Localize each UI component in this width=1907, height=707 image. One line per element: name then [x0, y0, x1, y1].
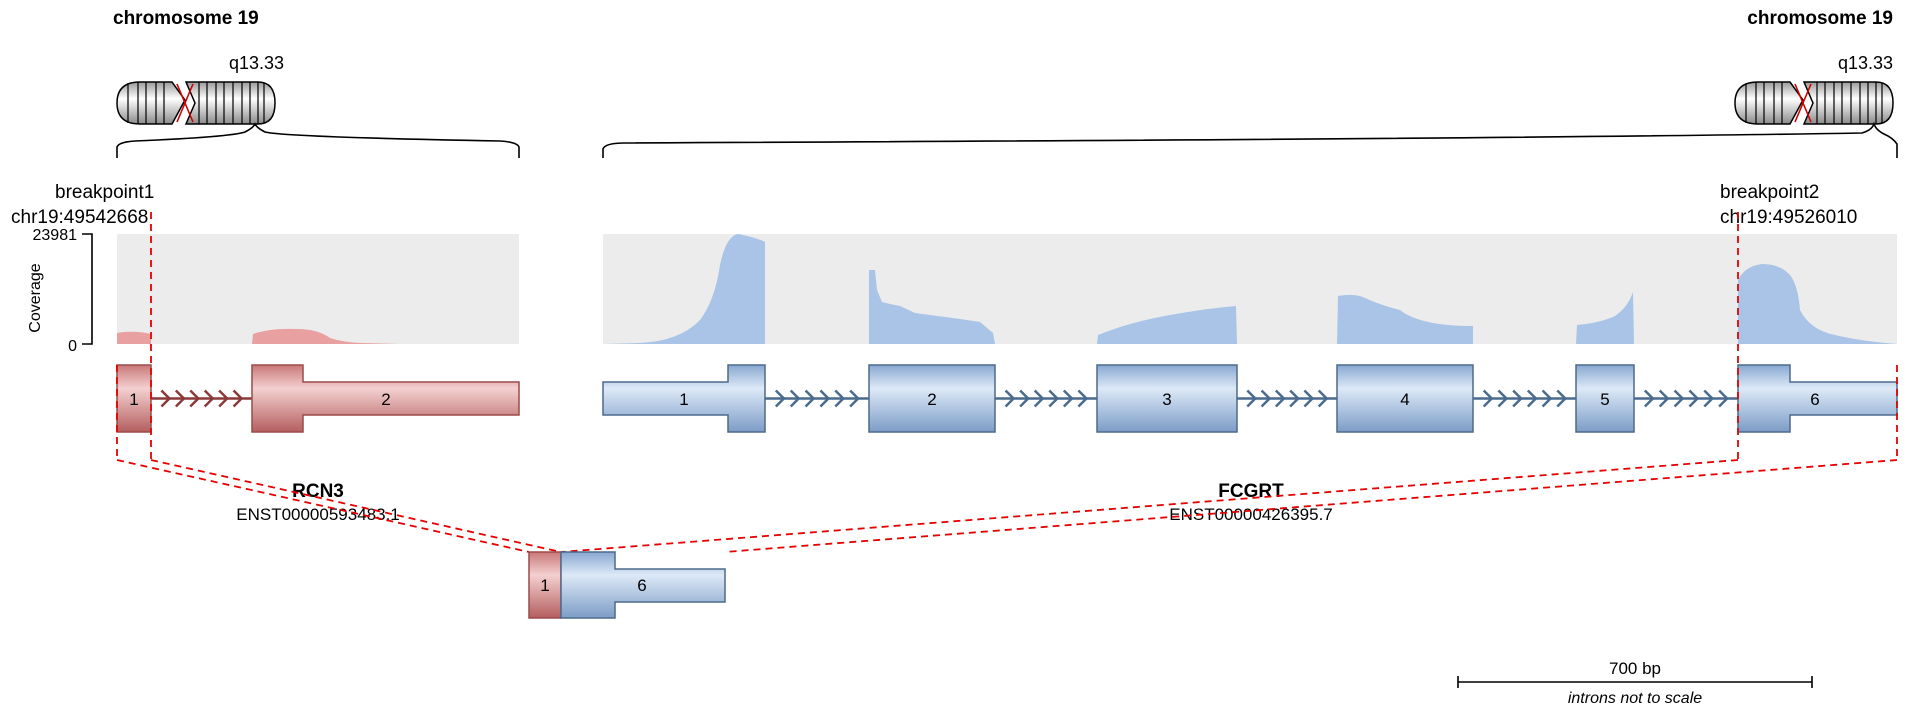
fcgrt-exon-5: 5	[1576, 365, 1634, 432]
right-chromosome-ideogram: q13.33	[603, 53, 1897, 158]
fcgrt-exon-5-number: 5	[1600, 390, 1609, 409]
rcn3-exon-2-number: 2	[381, 390, 390, 409]
right-zoom-bracket	[603, 124, 1897, 158]
left-chromosome-ideogram: q13.33	[117, 53, 519, 158]
fcgrt-exon-4-number: 4	[1400, 390, 1409, 409]
breakpoint2-label: breakpoint2	[1720, 182, 1819, 203]
rcn3-exon-1-number: 1	[129, 390, 138, 409]
fusion-exon-6: 6	[561, 552, 725, 618]
rcn3-exon-1: 1	[117, 365, 151, 432]
breakpoint1-label: breakpoint1	[55, 182, 154, 203]
left-chromosome-title: chromosome 19	[113, 8, 259, 29]
breakpoint1-coordinate: chr19:49542668	[11, 207, 148, 228]
scale-length-label: 700 bp	[1609, 659, 1661, 678]
right-band-label: q13.33	[1838, 53, 1893, 73]
fcgrt-gene-name: FCGRT	[1218, 481, 1284, 502]
scale-note: introns not to scale	[1568, 690, 1702, 707]
fcgrt-exon-4: 4	[1337, 365, 1473, 432]
scale-bar: 700 bp introns not to scale	[1458, 659, 1812, 707]
fcgrt-exon-2-number: 2	[927, 390, 936, 409]
left-band-label: q13.33	[229, 53, 284, 73]
right-chromosome-title: chromosome 19	[1747, 8, 1893, 29]
coverage-max-label: 23981	[33, 227, 78, 244]
rcn3-gene-name: RCN3	[292, 481, 344, 502]
fcgrt-exon-3: 3	[1097, 365, 1237, 432]
fusion-exon-number: 6	[637, 576, 646, 595]
fcgrt-exon-6-number: 6	[1810, 390, 1819, 409]
fusion-exon-number: 1	[540, 576, 549, 595]
fcgrt-transcript-id: ENST00000426395.7	[1169, 505, 1333, 524]
rcn3-exon-2: 2	[252, 365, 519, 432]
coverage-axis: 23981 0 Coverage	[27, 227, 92, 355]
fusion-exon-1: 1	[529, 552, 561, 618]
breakpoint2-coordinate: chr19:49526010	[1720, 207, 1857, 228]
fcgrt-exon-3-number: 3	[1162, 390, 1171, 409]
coverage-axis-label: Coverage	[27, 263, 44, 332]
fcgrt-exon-1-number: 1	[679, 390, 688, 409]
right-coverage-panel	[603, 234, 1897, 344]
rcn3-transcript-id: ENST00000593483.1	[236, 505, 400, 524]
fcgrt-gene-model: 1 2 3 4 5 6	[603, 365, 1897, 432]
coverage-min-label: 0	[68, 338, 77, 355]
left-zoom-bracket	[117, 124, 519, 158]
fcgrt-exon-6: 6	[1738, 365, 1897, 432]
fcgrt-exon-1: 1	[603, 365, 765, 432]
left-coverage-panel	[117, 234, 519, 344]
fcgrt-exon-2: 2	[869, 365, 995, 432]
